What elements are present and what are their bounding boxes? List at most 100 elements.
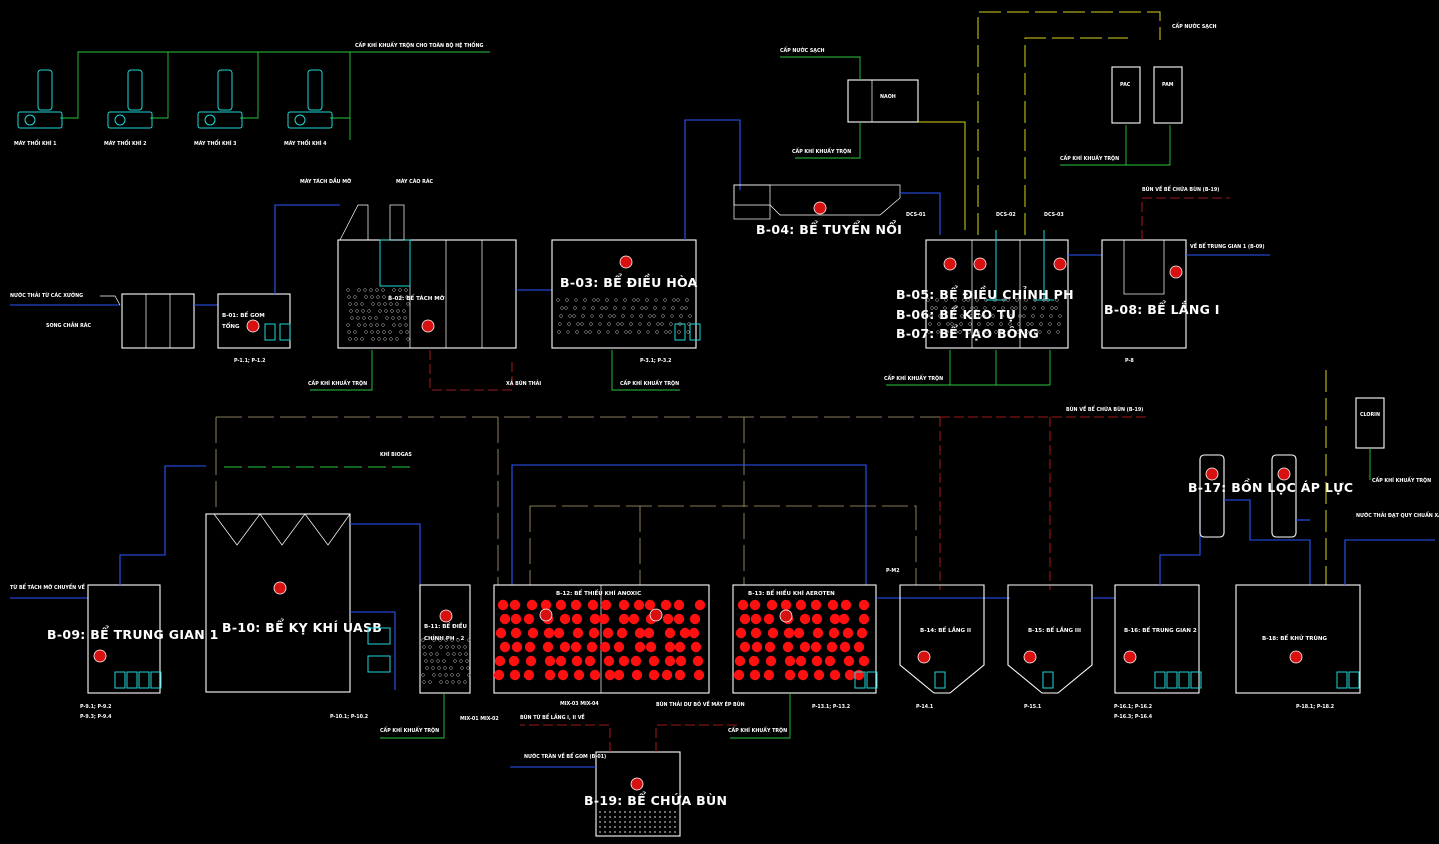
air-bubble (392, 288, 396, 292)
air-bubble (998, 330, 1002, 334)
media-carrier (839, 641, 851, 653)
air-bubble (348, 337, 352, 341)
tank-b01 (217, 293, 291, 349)
air-bubble (663, 298, 667, 302)
media-carrier (494, 655, 506, 667)
air-bubble (347, 295, 351, 299)
air-bubble (348, 302, 352, 306)
media-carrier (510, 613, 522, 625)
tank-b18-group: B-18: BỂ KHỬ TRÙNG P-18.1; P-18.2 NƯỚC T… (1235, 510, 1439, 710)
media-carrier (829, 613, 841, 625)
sludge-dot (604, 811, 606, 813)
sludge-dot (654, 816, 656, 818)
air-bubble (581, 314, 585, 318)
air-bubble (646, 330, 650, 334)
sludge-dot (674, 831, 676, 833)
pump-p18-label: P-18.1; P-18.2 (1296, 704, 1334, 710)
dcs-1-label: DCS-01 (906, 212, 926, 218)
media-carrier (523, 669, 535, 681)
air-bubble (935, 298, 939, 302)
sludge-dot (644, 821, 646, 823)
air-bubble (652, 314, 656, 318)
air-bubble (374, 316, 378, 320)
media-carrier (780, 599, 792, 611)
tank-b08-name: B-08: BỂ LẮNG I (1104, 300, 1220, 317)
blower-fan-icon (204, 114, 216, 126)
sludge-dot (664, 821, 666, 823)
air-bubble (388, 295, 392, 299)
air-bubble (1050, 306, 1054, 310)
media-carrier (749, 669, 761, 681)
sludge-dot (624, 811, 626, 813)
air-bubble (1054, 306, 1058, 310)
mixer-label: MIX-03 MIX-04 (560, 701, 599, 707)
sludge-dot (619, 811, 621, 813)
media-carrier (589, 613, 601, 625)
air-bubble (946, 322, 950, 326)
sludge-to-b19-mid: BÙN VỀ BỂ CHỨA BÙN (B-19) (1066, 404, 1143, 413)
pump-p03-label: P-3.1; P-3.2 (640, 358, 671, 364)
level-marker-icon (619, 255, 633, 269)
air-bubble (566, 330, 570, 334)
level-marker-icon (649, 608, 663, 622)
air-bubble (385, 316, 389, 320)
media-carrier (737, 599, 749, 611)
sludge-dot (669, 821, 671, 823)
air-bubble (1022, 314, 1026, 318)
sludge-dot (629, 821, 631, 823)
air-bubble (944, 298, 948, 302)
media-carrier (675, 655, 687, 667)
tank-b16 (1114, 584, 1200, 694)
air-bubble (573, 306, 577, 310)
air-bubble (360, 302, 364, 306)
air-bubble (346, 288, 350, 292)
pump-icon (866, 671, 878, 689)
air-bubble (556, 298, 560, 302)
sludge-dot (664, 826, 666, 828)
recycle-header: BÙN VỀ BỂ CHỨA BÙN (B-19) (215, 404, 1150, 590)
tank-b12-group: B-12: BỂ THIẾU KHÍ ANOXIC MIX-03 MIX-04 … (460, 464, 867, 722)
air-bubble (686, 330, 690, 334)
air-bubble (1041, 306, 1045, 310)
air-bubble (1016, 330, 1020, 334)
sludge-dot (614, 826, 616, 828)
air-bubble (685, 298, 689, 302)
media-carrier (555, 655, 567, 667)
media-carrier (570, 641, 582, 653)
air-bubble (464, 652, 468, 656)
sludge-dot (639, 816, 641, 818)
air-bubble (679, 314, 683, 318)
air-bubble (983, 306, 987, 310)
sludge-dot (619, 821, 621, 823)
air-bubble (389, 337, 393, 341)
sludge-dot (639, 826, 641, 828)
media-carrier (571, 613, 583, 625)
level-marker-icon (1169, 265, 1183, 279)
media-carrier (618, 599, 630, 611)
air-bubble (615, 330, 619, 334)
media-carrier (664, 641, 676, 653)
sludge-dot (644, 831, 646, 833)
tank-b14 (899, 584, 985, 694)
pump-icon (126, 671, 138, 689)
media-carrier (766, 599, 778, 611)
pac-label: PAC (1120, 82, 1131, 88)
air-bubble (937, 322, 941, 326)
media-carrier (689, 613, 701, 625)
air-bubble (967, 330, 971, 334)
clo-tank (1355, 397, 1385, 449)
air-bubble (444, 673, 448, 677)
media-carrier (767, 627, 779, 639)
blower-2: MÁY THỔI KHÍ 2 (104, 69, 153, 147)
blower-1: MÁY THỔI KHÍ 1 (14, 69, 63, 147)
tank-b16-name: B-16: BỂ TRUNG GIAN 2 (1124, 626, 1197, 634)
air-bubble (405, 295, 409, 299)
air-bubble (381, 288, 385, 292)
air-bubble (450, 638, 454, 642)
air-bubble (583, 298, 587, 302)
media-carrier (673, 599, 685, 611)
pump-p16a-label: P-16.1; P-16.2 (1114, 704, 1152, 710)
air-bubble (367, 309, 371, 313)
sludge-dot (629, 826, 631, 828)
air-bubble (1040, 314, 1044, 318)
